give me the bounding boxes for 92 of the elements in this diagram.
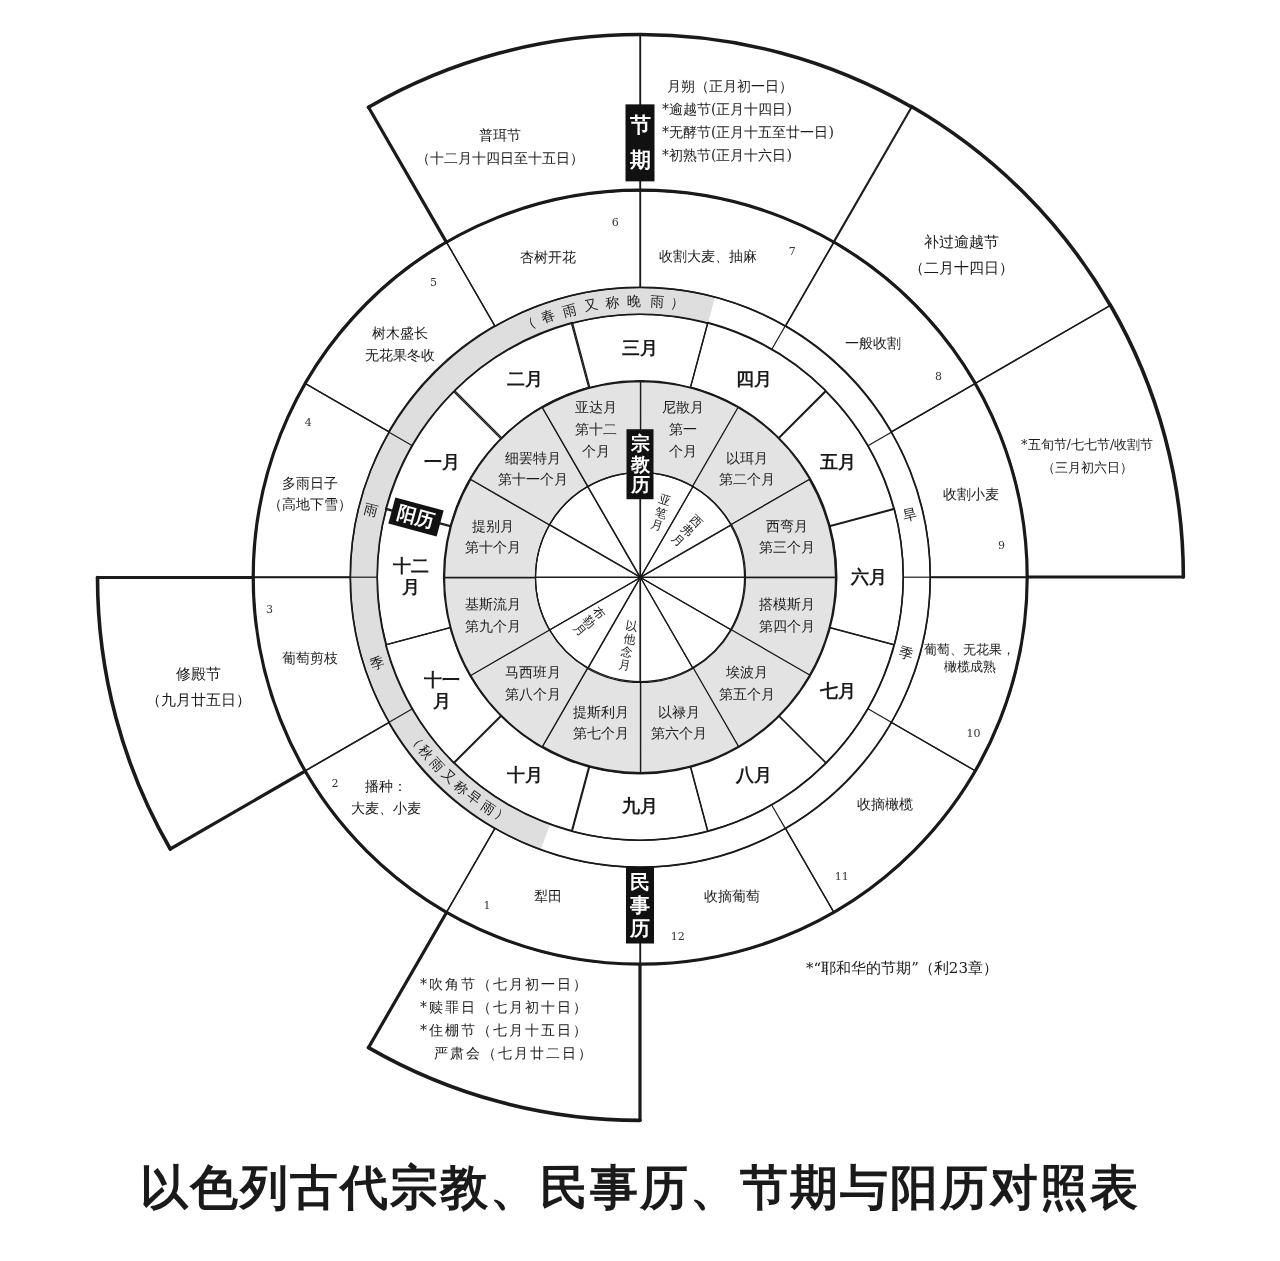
season-label: 季 [897,644,915,662]
month-name: 五月 [820,452,857,473]
sector-number: 5 [430,276,437,288]
month-ordinal: 第八个月 [504,685,561,705]
festival-name: 修殿节 [176,663,221,685]
religious-month-name: 尼散月 [662,398,705,418]
calendar-label: 阳历 [388,497,444,537]
season-activity: 无花果冬收 [364,345,435,365]
month-ordinal: 第五个月 [719,685,776,705]
month-ordinal: 第七个月 [572,724,629,744]
festival-entry: 月朔（正月初一日） [667,76,793,96]
chart-title: 以色列古代宗教、民事历、节期与阳历对照表 [140,1160,1140,1214]
month-ordinal: 第十一个月 [497,470,568,490]
season-activity: 收割大麦、抽麻 [659,247,757,267]
festival-date: （二月十四日） [909,257,1015,279]
sector-number: 7 [788,245,796,257]
sector-number: 8 [934,370,942,382]
sector-number: 1 [483,899,491,911]
season-activity: 一般收割 [845,333,902,353]
season-activity: （高地下雪） [268,495,353,515]
religious-month-name: 马西班月 [504,663,561,683]
calendar-label: 节期 [625,104,655,182]
religious-month-name: 提别月 [472,516,515,536]
sector-number: 9 [998,539,1006,551]
calendar-label: 宗教历 [626,429,654,499]
festival-entry: *无酵节(正月十五至廿一日) [662,122,834,142]
sector-number: 10 [966,727,981,738]
season-activity: 葡萄剪枝 [282,649,339,669]
month-name: 十二月 [392,556,430,598]
season-activity: 收摘橄榄 [857,795,913,815]
religious-month-name: 亚达月 [574,398,617,418]
religious-month-name: 以珥月 [726,448,769,468]
festival-name: *五旬节/七七节/收割节 [1021,436,1154,455]
month-name: 十月 [507,764,544,786]
festival-name: 普珥节 [479,126,522,145]
season-label: 季 [367,653,386,672]
sector-number: 12 [670,930,685,942]
month-ordinal: 第三个月 [758,538,815,558]
month-ordinal: 第四个月 [758,617,815,637]
month-name: 十一月 [422,670,461,713]
festival-entry: 严肃会（七月廿二日） [434,1044,594,1064]
festival-entry: *住棚节（七月十五日） [420,1021,589,1041]
month-name: 二月 [507,368,544,389]
month-name: 九月 [622,795,658,817]
festival-entry: *初熟节(正月十六日) [662,145,792,165]
month-ordinal: 第六个月 [651,724,708,744]
religious-month-name: 基斯流月 [465,595,522,615]
month-name: 四月 [736,368,773,389]
festival-entry: *赎罪日（七月初十日） [420,998,589,1018]
season-activity: 树木盛长 [371,324,428,344]
sector-number: 11 [834,870,849,882]
sector-number: 3 [265,603,273,615]
festival-entry: *逾越节(正月十四日) [662,99,792,119]
month-name: 六月 [851,566,887,588]
religious-month-name: 提斯利月 [572,703,629,723]
season-activity: 收摘葡萄 [703,887,760,907]
old-month-name: 以他念月 [617,619,639,673]
season-activity: 收割小麦 [942,484,999,504]
religious-month-name: 搭模斯月 [758,595,815,615]
festival-date: （十二月十四日至十五日） [416,149,585,169]
festival-date: （九月廿五日） [146,689,251,711]
season-activity: 犁田 [534,887,563,907]
season-activity: 播种： [364,777,407,797]
month-name: 三月 [622,337,658,359]
month-ordinal: 第九个月 [465,617,522,637]
month-name: 一月 [423,452,460,473]
season-activity: 大麦、小麦 [350,799,421,819]
sector-number: 2 [331,777,339,789]
religious-month-name: 埃波月 [726,663,769,683]
season-label: 雨 [362,501,380,519]
sector-number: 4 [304,416,312,428]
old-month-name: 布勒月 [570,604,608,639]
religious-month-name: 西弯月 [765,516,808,536]
season-note: （春雨又称晚雨） [518,291,688,334]
month-ordinal: 第一个月 [668,420,699,461]
month-name: 八月 [736,764,773,786]
sector-number: 6 [611,216,619,228]
season-activity: 杏树开花 [520,248,577,267]
calendar-label: 民事历 [626,866,654,944]
festival-name: 补过逾越节 [924,231,1000,253]
festival-date: （三月初六日） [1041,459,1133,478]
month-ordinal: 第二个月 [719,470,776,490]
season-activity: 多雨日子 [282,474,339,494]
month-ordinal: 第十个月 [465,538,522,558]
festival-entry: *吹角节（七月初一日） [420,975,589,995]
footnote: *“耶和华的节期”（利23章） [806,960,998,976]
religious-month-name: 细罢特月 [504,448,561,468]
religious-month-name: 以禄月 [658,703,701,723]
month-ordinal: 第十二个月 [573,420,618,461]
season-label: 旱 [901,506,919,524]
season-activity: 葡萄、无花果，橄榄成熟 [923,642,1017,677]
month-name: 七月 [820,681,857,702]
